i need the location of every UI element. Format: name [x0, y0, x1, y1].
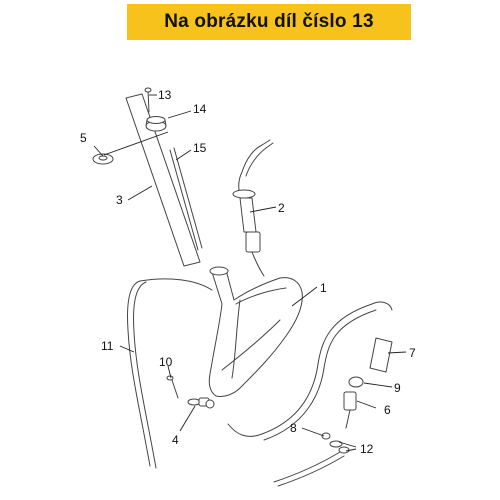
part-4-bushing — [187, 397, 215, 409]
callout-2: 2 — [278, 201, 285, 215]
callout-8: 8 — [290, 421, 297, 435]
title-banner: Na obrázku díl číslo 13 — [127, 4, 411, 40]
title-text: Na obrázku díl číslo 13 — [164, 11, 374, 32]
leader-lines — [93, 94, 407, 452]
part-3-tube — [125, 93, 201, 267]
part-9-clip — [348, 376, 364, 388]
part-14-cap — [145, 116, 167, 132]
callout-11: 11 — [101, 339, 114, 353]
part-6-valve — [343, 391, 357, 429]
part-5-washer — [92, 153, 114, 165]
callout-14: 14 — [193, 102, 207, 116]
callout-1: 1 — [320, 281, 327, 295]
part-7-grommet — [369, 337, 393, 373]
callout-9: 9 — [394, 381, 401, 395]
callout-6: 6 — [384, 403, 391, 417]
callout-15: 15 — [193, 141, 207, 155]
part-15-rod — [169, 147, 203, 251]
callout-labels: 1 2 3 4 5 6 7 8 9 10 11 12 13 14 15 — [80, 88, 416, 456]
return-hose — [227, 301, 393, 441]
part-11-hose — [127, 278, 213, 469]
callout-13: 13 — [158, 88, 172, 102]
callout-5: 5 — [80, 131, 87, 145]
part-12-clamp — [273, 440, 350, 487]
part-10-bolt — [166, 375, 179, 399]
callout-10: 10 — [159, 355, 173, 369]
callout-3: 3 — [116, 193, 123, 207]
part-13-screw — [144, 87, 152, 113]
callout-7: 7 — [409, 346, 416, 360]
part-8-clamp — [321, 432, 331, 440]
callout-12: 12 — [360, 442, 374, 456]
callout-4: 4 — [172, 433, 179, 447]
part-1-tank — [208, 266, 303, 397]
part-2-sensor — [232, 139, 274, 277]
